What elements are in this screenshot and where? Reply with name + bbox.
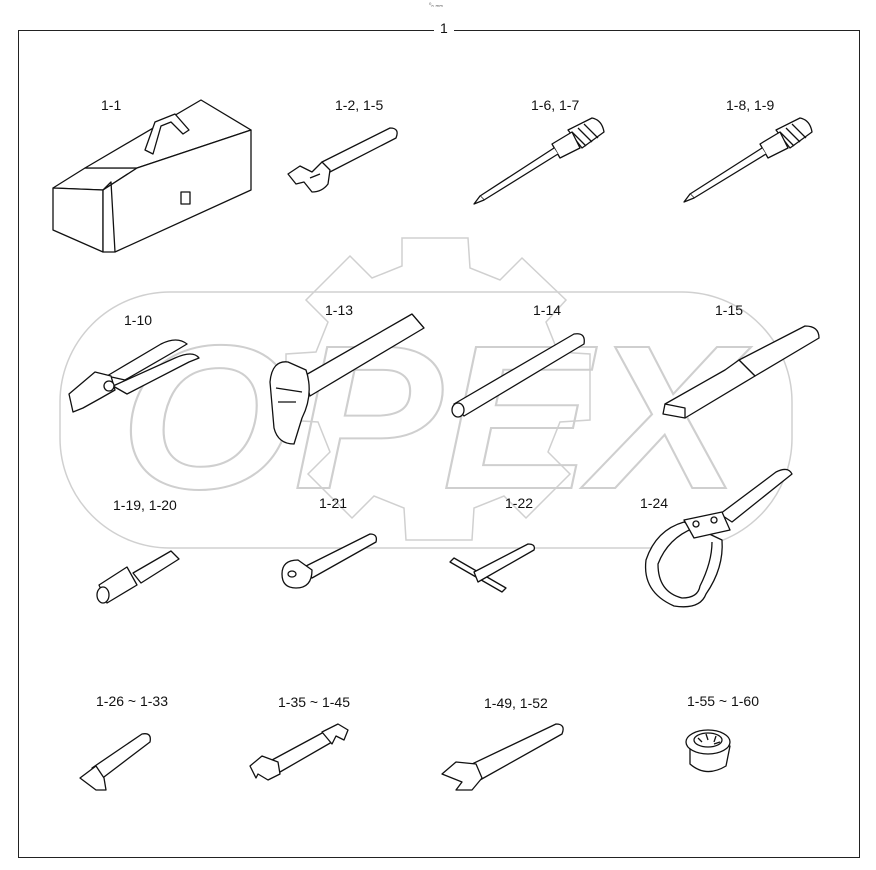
filter-strap-wrench-icon	[636, 458, 821, 618]
adjustable-wrench-icon	[282, 122, 404, 197]
part-label-1-2: 1-2, 1-5	[335, 97, 384, 113]
part-label-1-35: 1-35 ~ 1-45	[278, 694, 350, 710]
part-label-1-1: 1-1	[101, 97, 122, 113]
flat-tube-icon	[655, 322, 830, 426]
double-open-wrench-icon	[244, 718, 356, 784]
group-number: 1	[434, 20, 454, 36]
watermark-banner-outline	[59, 291, 793, 549]
ratchet-handle-icon	[276, 530, 381, 592]
round-bar-icon	[446, 326, 592, 420]
pliers-icon	[65, 328, 205, 418]
single-open-wrench-icon	[436, 718, 566, 794]
part-label-1-24: 1-24	[640, 495, 669, 511]
part-label-1-22: 1-22	[505, 495, 534, 511]
part-label-1-10: 1-10	[124, 312, 153, 328]
part-label-1-6: 1-6, 1-7	[531, 97, 580, 113]
phillips-screwdriver-icon	[680, 114, 818, 206]
part-label-1-15: 1-15	[715, 302, 744, 318]
flathead-screwdriver-icon	[468, 114, 613, 210]
gear-outline-icon	[285, 237, 591, 541]
toolbox-icon	[45, 92, 260, 262]
part-label-1-8: 1-8, 1-9	[726, 97, 775, 113]
part-label-1-14: 1-14	[533, 302, 562, 318]
part-label-1-19: 1-19, 1-20	[113, 497, 177, 513]
spline-socket-icon	[684, 724, 742, 780]
header-small-mark: ⁰ₙ ₘₘ	[429, 3, 443, 9]
watermark-brand-text: OPEX	[120, 303, 751, 532]
t-handle-wrench-icon	[444, 538, 538, 596]
extension-socket-icon	[93, 545, 185, 607]
hex-key-icon	[72, 726, 156, 794]
part-label-1-55: 1-55 ~ 1-60	[687, 693, 759, 709]
part-label-1-26: 1-26 ~ 1-33	[96, 693, 168, 709]
part-label-1-13: 1-13	[325, 302, 354, 318]
hammer-icon	[262, 310, 437, 450]
part-label-1-21: 1-21	[319, 495, 348, 511]
part-label-1-49: 1-49, 1-52	[484, 695, 548, 711]
